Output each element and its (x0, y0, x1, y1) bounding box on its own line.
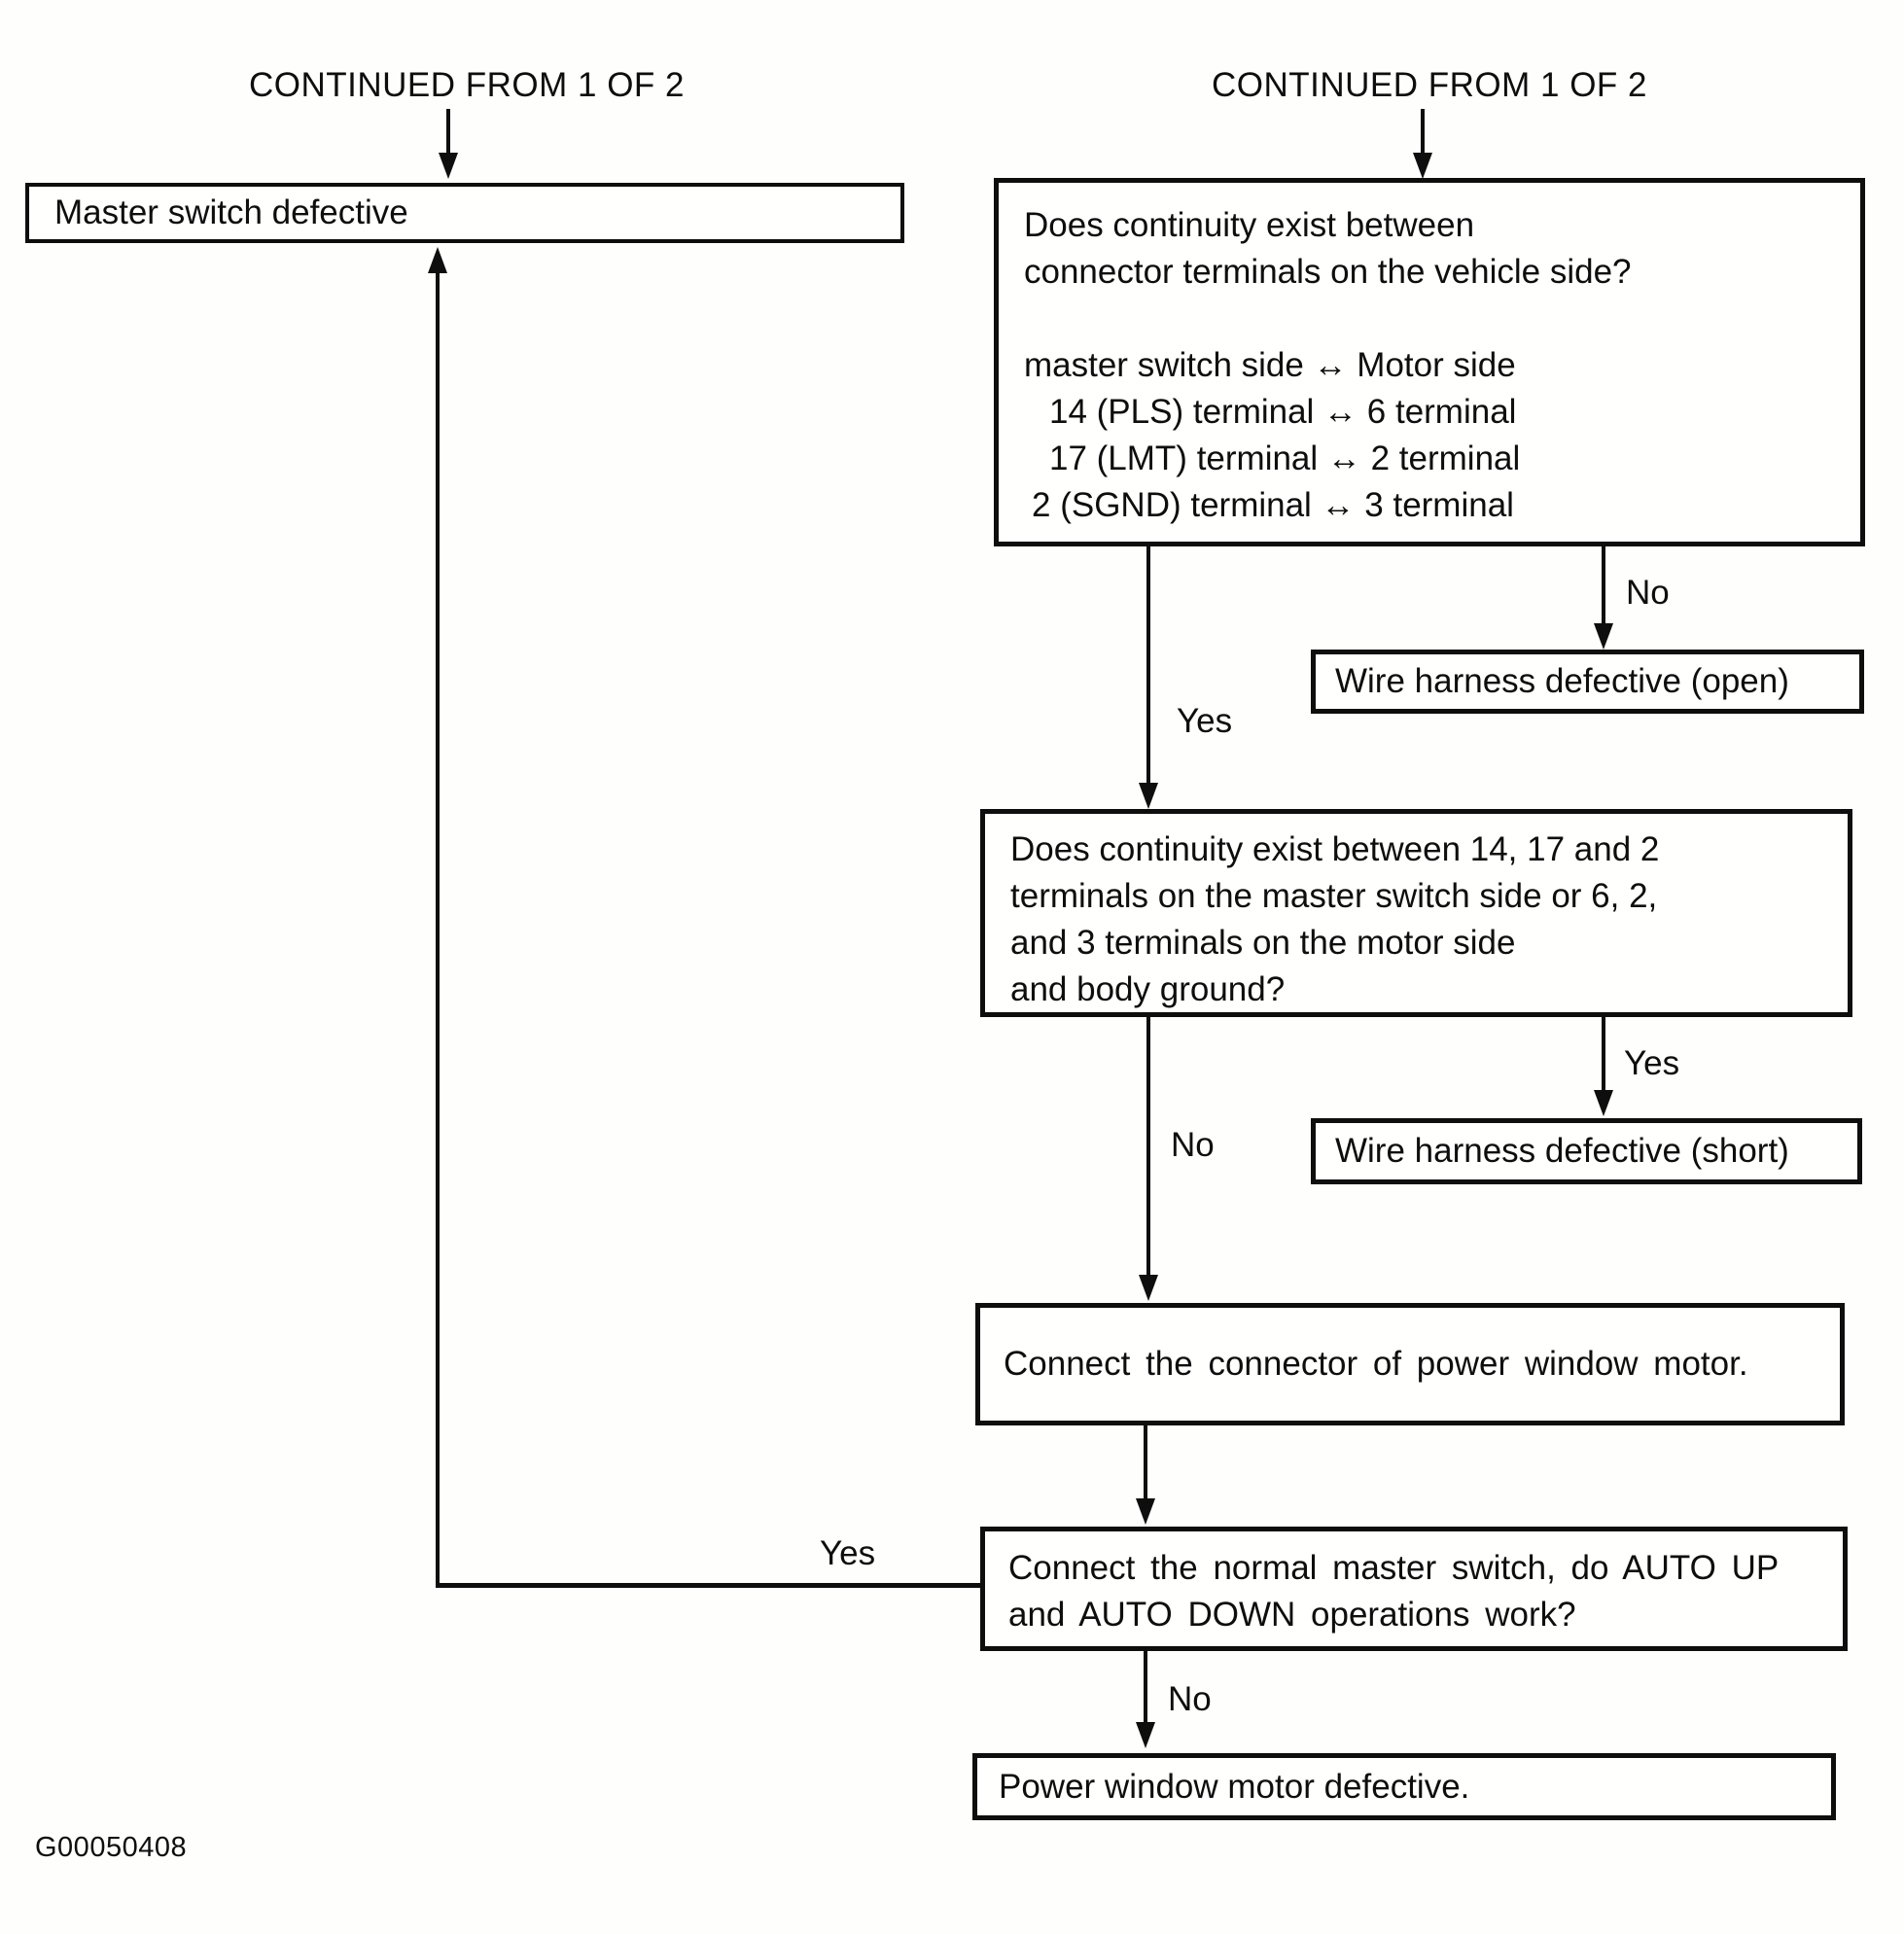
continued-from-label-left: CONTINUED FROM 1 OF 2 (248, 66, 686, 104)
no-branch-line (1146, 1017, 1150, 1280)
yes-branch-label: Yes (820, 1534, 876, 1572)
connector-line (446, 109, 450, 156)
no-branch-label: No (1171, 1126, 1215, 1164)
arrow-down-icon (1136, 1498, 1155, 1525)
yes-branch-label: Yes (1177, 702, 1233, 740)
box-text-line: Does continuity exist between (1024, 206, 1475, 244)
no-branch-label: No (1626, 574, 1670, 612)
box-text-line: and AUTO DOWN operations work? (1008, 1596, 1576, 1634)
continued-from-label-right: CONTINUED FROM 1 OF 2 (1211, 66, 1648, 104)
arrow-down-icon (1136, 1722, 1155, 1748)
yes-branch-line (1146, 546, 1150, 788)
box-text-line: and 3 terminals on the motor side (1010, 924, 1516, 962)
connector-line (1421, 109, 1425, 156)
box-text: Wire harness defective (short) (1335, 1132, 1789, 1170)
box-text: Wire harness defective (open) (1335, 662, 1789, 700)
process-box-master-switch-defective: Master switch defective (25, 183, 904, 243)
arrow-down-icon (1594, 1090, 1613, 1116)
decision-box-auto-operations: Connect the normal master switch, do AUT… (980, 1527, 1848, 1651)
connector-line (1144, 1425, 1147, 1503)
decision-box-continuity-body-ground: Does continuity exist between 14, 17 and… (980, 809, 1852, 1017)
box-text: Master switch defective (54, 193, 408, 231)
arrow-down-icon (1139, 1275, 1158, 1301)
box-text-line: 17 (LMT) terminal ↔ 2 terminal (1049, 440, 1521, 477)
no-branch-label: No (1168, 1680, 1212, 1718)
box-text-line: 14 (PLS) terminal ↔ 6 terminal (1049, 393, 1517, 431)
figure-code: G00050408 (35, 1832, 188, 1863)
arrow-up-icon (428, 247, 447, 273)
arrow-down-icon (1139, 783, 1158, 809)
no-branch-line (1144, 1651, 1147, 1727)
terminal-box-wire-harness-open: Wire harness defective (open) (1311, 650, 1864, 714)
terminal-box-motor-defective: Power window motor defective. (972, 1753, 1836, 1820)
box-text-line: terminals on the master switch side or 6… (1010, 877, 1658, 915)
box-text-line: 2 (SGND) terminal ↔ 3 terminal (1032, 486, 1514, 524)
box-text-line: Connect the normal master switch, do AUT… (1008, 1549, 1780, 1587)
no-branch-line (1602, 546, 1605, 628)
return-connector-line (436, 270, 440, 1587)
box-text-line: connector terminals on the vehicle side? (1024, 253, 1632, 291)
yes-branch-line (1602, 1017, 1605, 1095)
decision-box-continuity-vehicle-side: Does continuity exist between connector … (994, 178, 1865, 546)
box-text: Power window motor defective. (999, 1767, 1470, 1806)
arrow-down-icon (439, 153, 458, 179)
box-text-line: Does continuity exist between 14, 17 and… (1010, 830, 1660, 868)
yes-return-connector-line (436, 1583, 984, 1588)
box-text-line: master switch side ↔ Motor side (1024, 346, 1516, 384)
arrow-down-icon (1594, 623, 1613, 650)
box-text: Connect the connector of power window mo… (1004, 1345, 1748, 1383)
arrow-down-icon (1413, 153, 1432, 179)
box-text-line: and body ground? (1010, 970, 1286, 1008)
terminal-box-wire-harness-short: Wire harness defective (short) (1311, 1118, 1862, 1184)
process-box-connect-motor-connector: Connect the connector of power window mo… (975, 1303, 1845, 1425)
yes-branch-label: Yes (1624, 1044, 1680, 1082)
